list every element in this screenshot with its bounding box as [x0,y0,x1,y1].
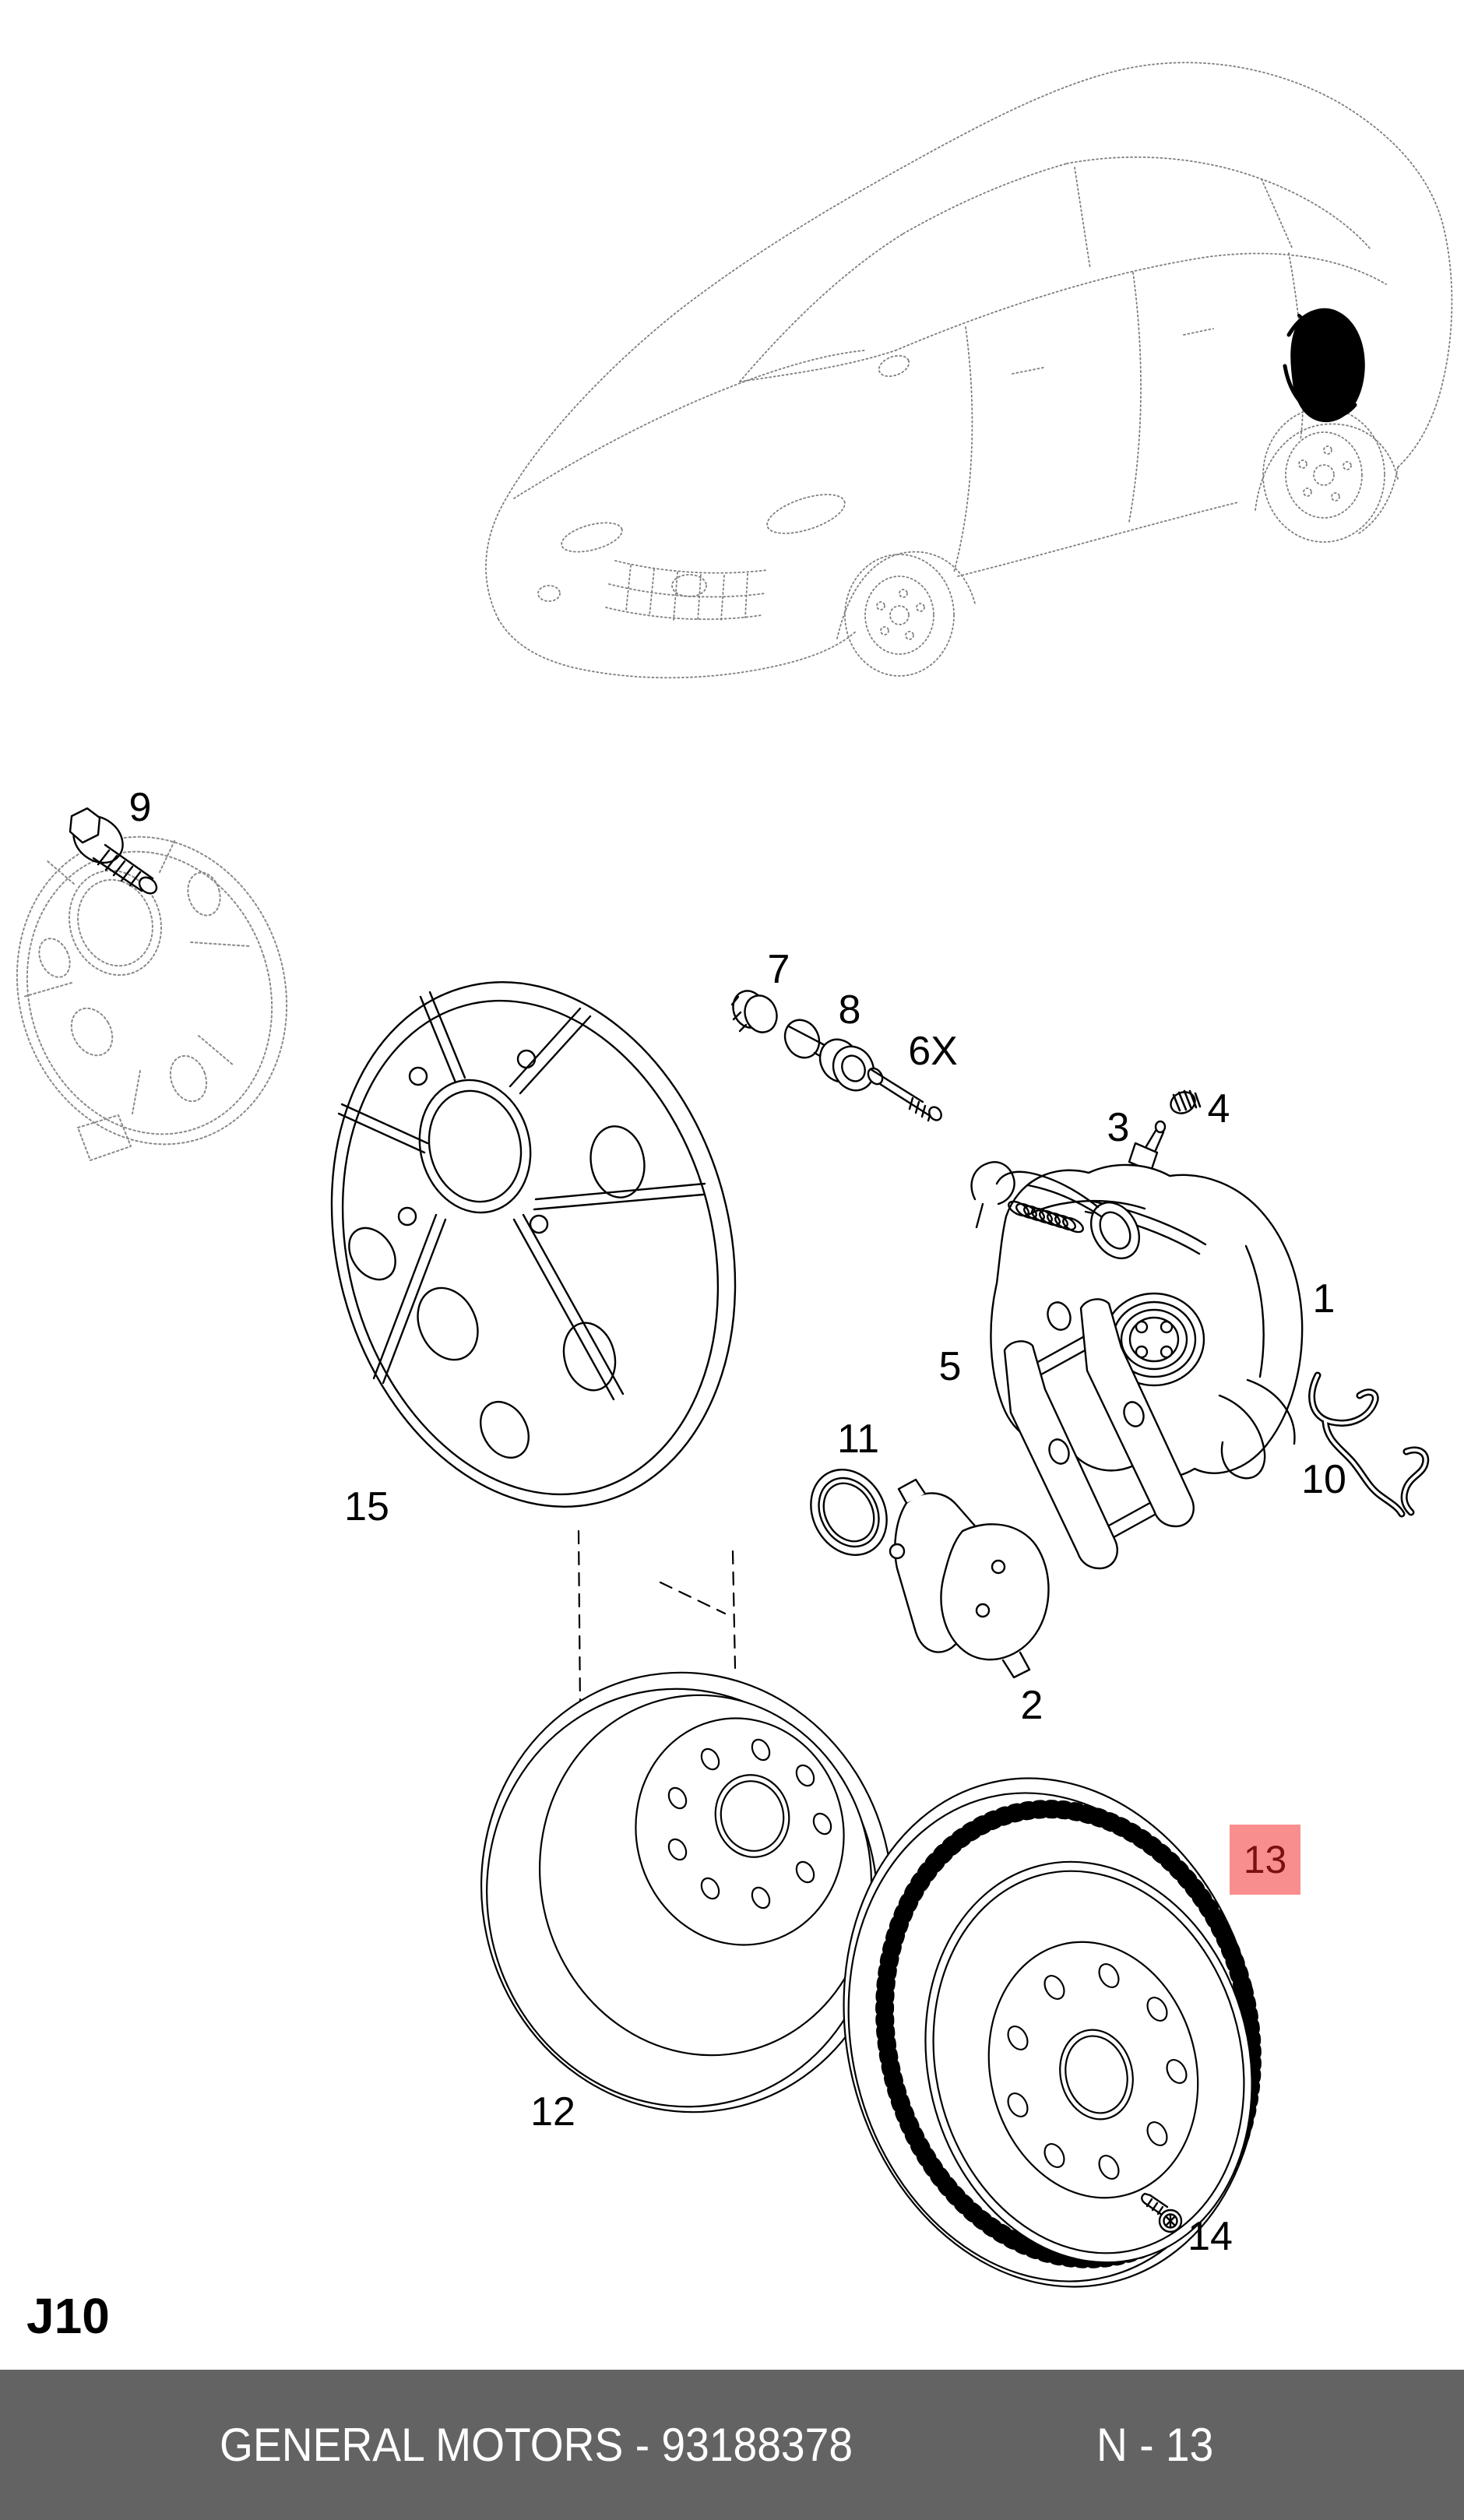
rear-wheel [1262,407,1385,543]
callout-part-10[interactable]: 10 [1301,1457,1346,1502]
guide-sleeve [783,1019,875,1092]
splash-shield [330,981,737,1508]
headlight [766,494,846,534]
car-illustration [485,62,1453,679]
front-wheel [844,554,955,677]
callout-part-14[interactable]: 14 [1188,2214,1233,2259]
ghost-splash-shield [16,836,288,1161]
callout-part-5[interactable]: 5 [938,1344,962,1389]
guide-bolt-cap [730,990,778,1033]
disc-retaining-screw [1141,2192,1183,2233]
lever-spring-coil [1008,1200,1084,1234]
brake-caliper [970,1161,1304,1480]
fog-light [537,585,561,602]
footer-bar: GENERAL MOTORS - 93188378 N - 13 [0,2370,1464,2520]
grille-emblem [671,574,707,597]
brake-disc-12 [480,1671,893,2113]
callout-part-12[interactable]: 12 [530,2089,575,2135]
callout-part-13-highlighted[interactable]: 13 [1230,1825,1300,1895]
callout-part-2[interactable]: 2 [1020,1683,1043,1728]
guide-pin [867,1067,942,1122]
callout-part-15[interactable]: 15 [344,1484,389,1529]
piston-seal-ring [810,1469,888,1556]
caliper-bracket [1003,1298,1195,1570]
footer-catalog-text: GENERAL MOTORS - 93188378 [220,2419,853,2471]
bolt-holes [1007,1962,1188,2180]
rear-wheel-highlight-scribble [1283,308,1365,423]
callout-part-11[interactable]: 11 [837,1417,879,1462]
blanking-plug [1170,1089,1202,1114]
drawing-code: J10 [26,2288,110,2344]
bolt-holes [667,1738,832,1909]
brake-disc-13 [843,1777,1262,2288]
callout-part-3[interactable]: 3 [1107,1105,1130,1150]
brake-pads [889,1478,1050,1679]
callout-part-8[interactable]: 8 [838,987,861,1033]
headlight [561,522,623,553]
shield-bolt [69,807,158,895]
callout-part-9[interactable]: 9 [128,785,152,830]
highlighted-part-number: 13 [1243,1838,1287,1881]
callout-part-4[interactable]: 4 [1207,1086,1230,1132]
footer-page-ref: N - 13 [1096,2419,1214,2471]
callout-part-6x[interactable]: 6X [908,1029,958,1074]
callout-part-1[interactable]: 1 [1312,1276,1336,1322]
callout-part-7[interactable]: 7 [767,947,790,992]
retaining-spring-clip [1308,1371,1430,1518]
